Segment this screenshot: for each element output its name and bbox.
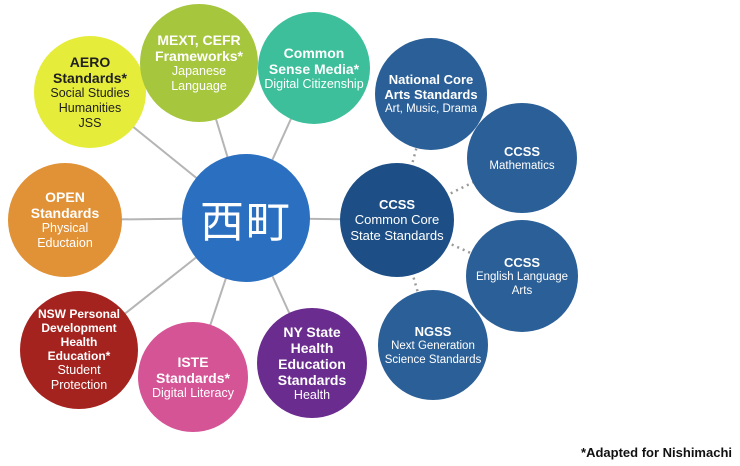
node-iste-title: ISTE Standards* bbox=[156, 353, 230, 386]
node-ngss-sub: Next Generation Science Standards bbox=[385, 339, 482, 367]
node-ccss-math: CCSS Mathematics bbox=[467, 103, 577, 213]
node-open-sub: Physical Eductaion bbox=[37, 221, 93, 251]
node-nsw: NSW Personal Development Health Educatio… bbox=[20, 291, 138, 409]
node-ccss-ela: CCSS English Language Arts bbox=[466, 220, 578, 332]
node-ela-sub: English Language Arts bbox=[476, 270, 568, 298]
node-csm-title: Common Sense Media* bbox=[268, 44, 360, 77]
node-ngss-sub-1: Next Generation bbox=[391, 339, 475, 352]
center-label: 西町 bbox=[200, 197, 292, 248]
node-open-sub-1: Physical bbox=[41, 221, 89, 235]
node-math-sub: Mathematics bbox=[489, 159, 554, 173]
node-ngss-sub-2: Science Standards bbox=[384, 353, 482, 366]
node-ccss-title: CCSS bbox=[378, 196, 416, 212]
node-mext-sub-2: Language bbox=[171, 79, 227, 93]
node-math-title: CCSS bbox=[503, 143, 541, 159]
node-arts-title: National Core Arts Standards bbox=[384, 72, 478, 102]
node-aero: AERO Standards* Social Studies Humanitie… bbox=[34, 36, 146, 148]
node-ny-health: NY State Health Education Standards Heal… bbox=[257, 308, 367, 418]
node-mext-sub-1: Japanese bbox=[171, 64, 227, 78]
node-ccss-sub-2: State Standards bbox=[350, 227, 444, 243]
node-ela-title: CCSS bbox=[503, 254, 541, 270]
node-mext: MEXT, CEFR Frameworks* Japanese Language bbox=[140, 4, 258, 122]
footnote: *Adapted for Nishimachi bbox=[581, 445, 732, 460]
node-open-title: OPEN Standards bbox=[30, 189, 100, 221]
node-arts-sub: Art, Music, Drama bbox=[385, 102, 477, 116]
node-nsw-sub: Student Protection bbox=[30, 363, 128, 393]
node-nsw-sub-1: Student Protection bbox=[50, 363, 108, 392]
node-ngss: NGSS Next Generation Science Standards bbox=[378, 290, 488, 400]
node-arts-sub-1: Art, Music, Drama bbox=[384, 103, 477, 115]
node-ela-sub-2: Arts bbox=[511, 284, 533, 297]
node-open-sub-2: Eductaion bbox=[37, 236, 93, 250]
node-aero-sub-2: Humanities bbox=[58, 100, 122, 115]
node-open: OPEN Standards Physical Eductaion bbox=[8, 163, 122, 277]
node-ny-sub: Health bbox=[294, 388, 330, 403]
center-node: 西町 bbox=[182, 154, 310, 282]
node-csm-sub-1: Digital Citizenship bbox=[264, 76, 364, 91]
node-csm-sub: Digital Citizenship bbox=[264, 77, 363, 92]
node-common-sense-media: Common Sense Media* Digital Citizenship bbox=[258, 12, 370, 124]
node-aero-title: AERO Standards* bbox=[53, 53, 127, 86]
node-arts: National Core Arts Standards Art, Music,… bbox=[375, 38, 487, 150]
node-ela-sub-1: English Language bbox=[475, 270, 569, 283]
node-iste-sub: Digital Literacy bbox=[152, 386, 234, 401]
node-nsw-title: NSW Personal Development Health Educatio… bbox=[37, 307, 121, 363]
node-aero-sub-1: Social Studies bbox=[50, 85, 130, 100]
node-ny-sub-1: Health bbox=[293, 387, 331, 402]
node-iste: ISTE Standards* Digital Literacy bbox=[138, 322, 248, 432]
node-ngss-title: NGSS bbox=[414, 323, 452, 339]
node-mext-sub: Japanese Language bbox=[171, 64, 227, 94]
node-mext-title: MEXT, CEFR Frameworks* bbox=[155, 32, 243, 64]
node-ccss: CCSS Common Core State Standards bbox=[340, 163, 454, 277]
node-ccss-sub-1: Common Core bbox=[354, 211, 440, 227]
node-ny-title: NY State Health Education Standards bbox=[277, 323, 347, 388]
node-aero-sub: Social Studies Humanities JSS bbox=[50, 86, 129, 131]
node-math-sub-1: Mathematics bbox=[489, 159, 555, 172]
node-iste-sub-1: Digital Literacy bbox=[152, 385, 234, 400]
node-aero-sub-3: JSS bbox=[78, 115, 102, 130]
node-ccss-sub: Common Core State Standards bbox=[350, 212, 443, 244]
